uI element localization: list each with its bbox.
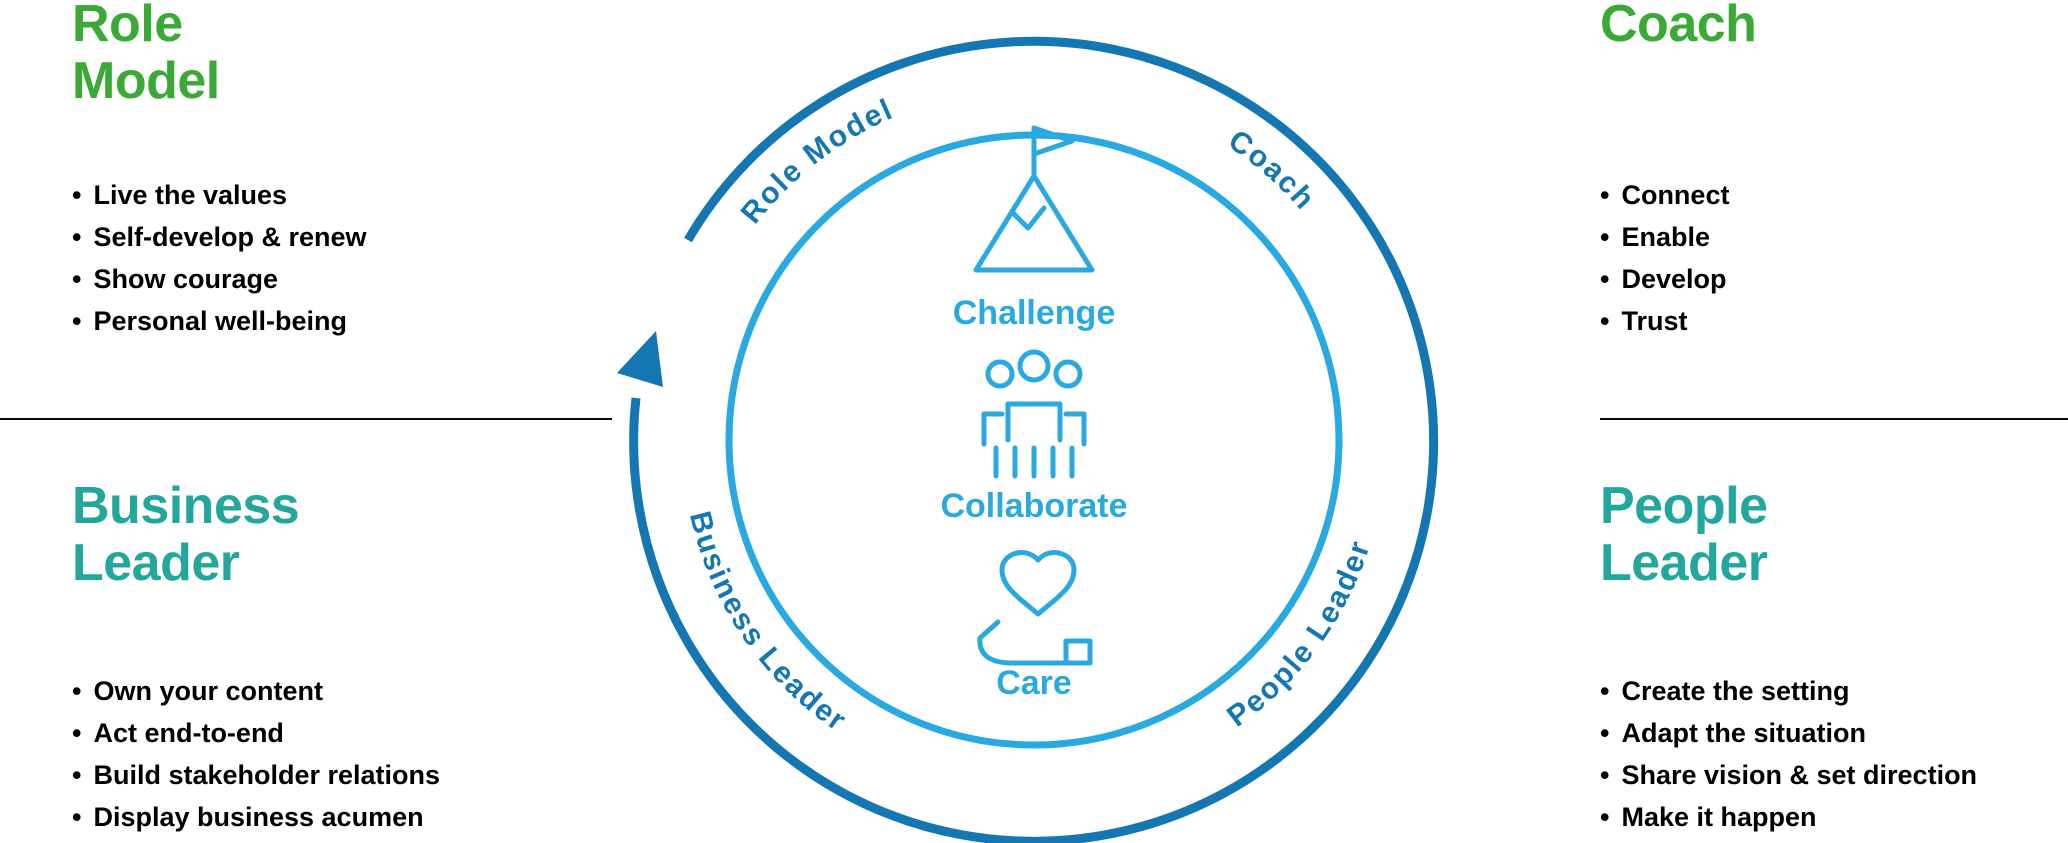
ring-label-role-model: Role Model [735, 92, 899, 229]
bullet-item: Share vision & set direction [1600, 754, 1977, 796]
mountain-flag-icon [973, 125, 1095, 273]
coach-bullets: Connect Enable Develop Trust [1600, 174, 1729, 342]
inner-circle [725, 131, 1343, 749]
bullet-item: Own your content [72, 670, 440, 712]
bullet-item: Show courage [72, 258, 367, 300]
people-leader-heading: People Leader [1600, 478, 1768, 592]
bullet-item: Live the values [72, 174, 367, 216]
bullet-item: Self-develop & renew [72, 216, 366, 258]
heading-line: Leader [1600, 534, 1768, 592]
heart-in-hand-icon [977, 550, 1093, 666]
left-divider-line [0, 418, 612, 420]
heading-line: Model [72, 52, 220, 110]
challenge-label: Challenge [953, 294, 1115, 332]
bullet-item: Personal well-being [72, 300, 367, 342]
bullet-item: Act end-to-end [72, 712, 440, 754]
heading-line: People [1600, 477, 1768, 535]
business-leader-heading: Business Leader [72, 477, 300, 592]
outer-ring-arc [629, 36, 1439, 843]
care-label: Care [996, 664, 1072, 702]
bullet-item: Make it happen [1600, 796, 1977, 838]
bullet-item: Connect [1600, 174, 1729, 216]
business-leader-bullets: Own your content Act end-to-end Build st… [72, 670, 440, 838]
people-leader-bullets: Create the setting Adapt the situation S… [1600, 670, 1977, 838]
ring-label-coach: Coach [1222, 124, 1321, 217]
bullet-item: Develop [1600, 258, 1729, 300]
role-model-heading: Role Model [72, 0, 220, 110]
role-model-bullets: Live the values Self-develop & renew Sho… [72, 174, 367, 342]
bullet-item: Create the setting [1600, 670, 1977, 712]
bullet-item: Trust [1600, 300, 1729, 342]
collaborate-label: Collaborate [940, 487, 1127, 525]
bullet-item: Enable [1600, 216, 1729, 258]
right-divider-line [1600, 418, 2068, 420]
people-group-icon [981, 349, 1087, 479]
ring-label-business-leader: Business Leader [683, 508, 853, 738]
heading-line: Coach [1600, 0, 1757, 53]
coach-heading: Coach [1600, 0, 1757, 53]
bullet-item: Display business acumen [72, 796, 440, 838]
heading-line: Business [72, 477, 300, 535]
bullet-item: Build stakeholder relations [72, 754, 440, 796]
arrow-up-icon [617, 331, 663, 387]
heading-line: Leader [72, 534, 240, 592]
ring-label-people-leader: People Leader [1221, 536, 1377, 734]
bullet-item: Adapt the situation [1600, 712, 1977, 754]
heading-line: Role [72, 0, 183, 53]
